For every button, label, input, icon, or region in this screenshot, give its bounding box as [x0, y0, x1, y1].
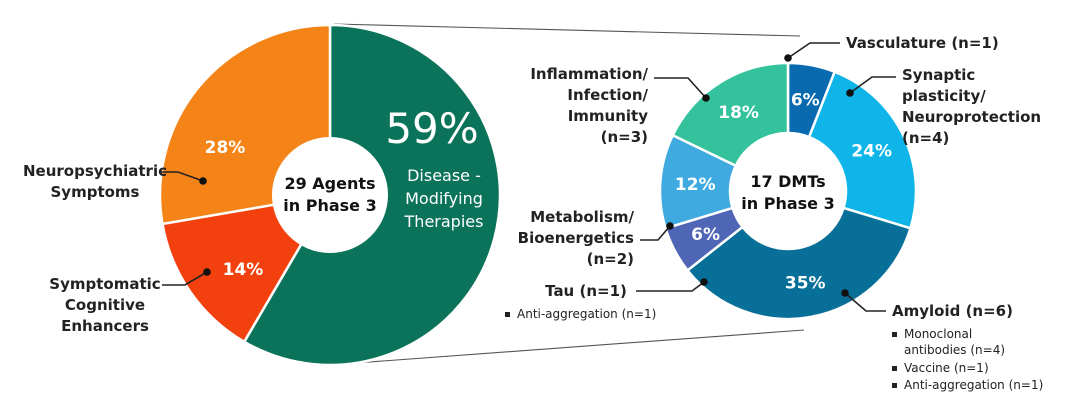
slice-name-vasculature: Vasculature (n=1)	[846, 34, 999, 52]
donut-slice-inflammation	[671, 61, 790, 168]
slice-name-inflammation: Infection/	[567, 86, 648, 104]
slice-name-disease-modifying: Therapies	[404, 212, 484, 231]
slice-name-synaptic: (n=4)	[902, 129, 949, 147]
leader-amyloid-dot	[841, 289, 849, 297]
slice-name-synaptic: plasticity/	[902, 87, 986, 105]
slice-name-tau: Tau (n=1)	[545, 282, 627, 300]
connector-top	[333, 23, 801, 37]
slice-name-inflammation: Inflammation/	[530, 65, 648, 83]
leader-synaptic-line	[849, 76, 896, 94]
pct-label-vasculature: 6%	[791, 91, 820, 111]
leader-neuropsychiatric-dot	[199, 177, 207, 185]
slice-name-synaptic: Synaptic	[902, 66, 975, 84]
slice-name-metabolism: Bioenergetics	[518, 229, 634, 247]
leader-vasculature-line	[787, 42, 840, 59]
leader-vasculature-dot	[784, 54, 792, 62]
leader-tau-line	[636, 281, 705, 292]
slice-name-inflammation: Immunity	[568, 107, 649, 125]
leader-cognitive-line	[162, 271, 208, 286]
pct-label-neuropsychiatric: 28%	[205, 138, 246, 158]
pct-label-amyloid: 35%	[785, 273, 826, 293]
amyloid-detail-text: Vaccine (n=1)	[904, 361, 989, 375]
slice-name-amyloid: Amyloid (n=6)	[892, 302, 1013, 320]
slice-name-cognitive: Cognitive	[65, 296, 145, 314]
amyloid-detail-bullet	[892, 332, 897, 337]
slice-name-neuropsychiatric: Neuropsychiatric	[23, 162, 167, 180]
tau-detail-text: Anti-aggregation (n=1)	[517, 307, 656, 321]
amyloid-detail-bullet	[892, 366, 897, 371]
amyloid-detail-bullet	[892, 383, 897, 388]
leader-metabolism-line	[640, 225, 671, 241]
connector-bottom	[341, 329, 805, 365]
slice-name-inflammation: (n=3)	[601, 128, 648, 146]
donut-slice-amyloid	[685, 206, 913, 321]
donut-center-label: 17 DMTs	[750, 172, 825, 191]
leader-synaptic-dot	[846, 89, 854, 97]
leader-amyloid-line	[844, 292, 886, 312]
slice-name-cognitive: Enhancers	[61, 317, 149, 335]
pct-label-synaptic: 24%	[851, 141, 892, 161]
pie-center-hole	[272, 137, 388, 253]
slice-name-neuropsychiatric: Symptoms	[51, 183, 140, 201]
pie-center-label: in Phase 3	[283, 196, 376, 215]
leader-inflammation-dot	[702, 94, 710, 102]
leader-tau-dot	[700, 278, 708, 286]
slice-name-metabolism: Metabolism/	[530, 208, 634, 226]
slice-name-disease-modifying: Modifying	[405, 189, 483, 208]
leader-neuropsychiatric-line	[159, 171, 204, 182]
pct-label-disease-modifying: 59%	[385, 104, 478, 153]
pct-label-metabolism: 12%	[675, 175, 716, 195]
pie-center-label: 29 Agents	[284, 174, 375, 193]
amyloid-detail-text: antibodies (n=4)	[904, 343, 1005, 357]
pct-label-tau: 6%	[691, 225, 720, 245]
donut-center-label: in Phase 3	[741, 194, 834, 213]
pct-label-inflammation: 18%	[718, 103, 759, 123]
slice-name-synaptic: Neuroprotection	[902, 108, 1041, 126]
donut-slice-synaptic	[807, 70, 918, 230]
leader-metabolism-dot	[666, 222, 674, 230]
tau-detail-bullet	[505, 312, 510, 317]
leader-cognitive-dot	[203, 268, 211, 276]
amyloid-detail-text: Anti-aggregation (n=1)	[904, 378, 1043, 392]
slice-name-cognitive: Symptomatic	[49, 275, 160, 293]
leader-inflammation-line	[654, 77, 707, 99]
slice-name-metabolism: (n=2)	[587, 250, 634, 268]
slice-name-disease-modifying: Disease -	[407, 166, 481, 185]
amyloid-detail-text: Monoclonal	[904, 327, 972, 341]
pct-label-cognitive: 14%	[223, 260, 264, 280]
